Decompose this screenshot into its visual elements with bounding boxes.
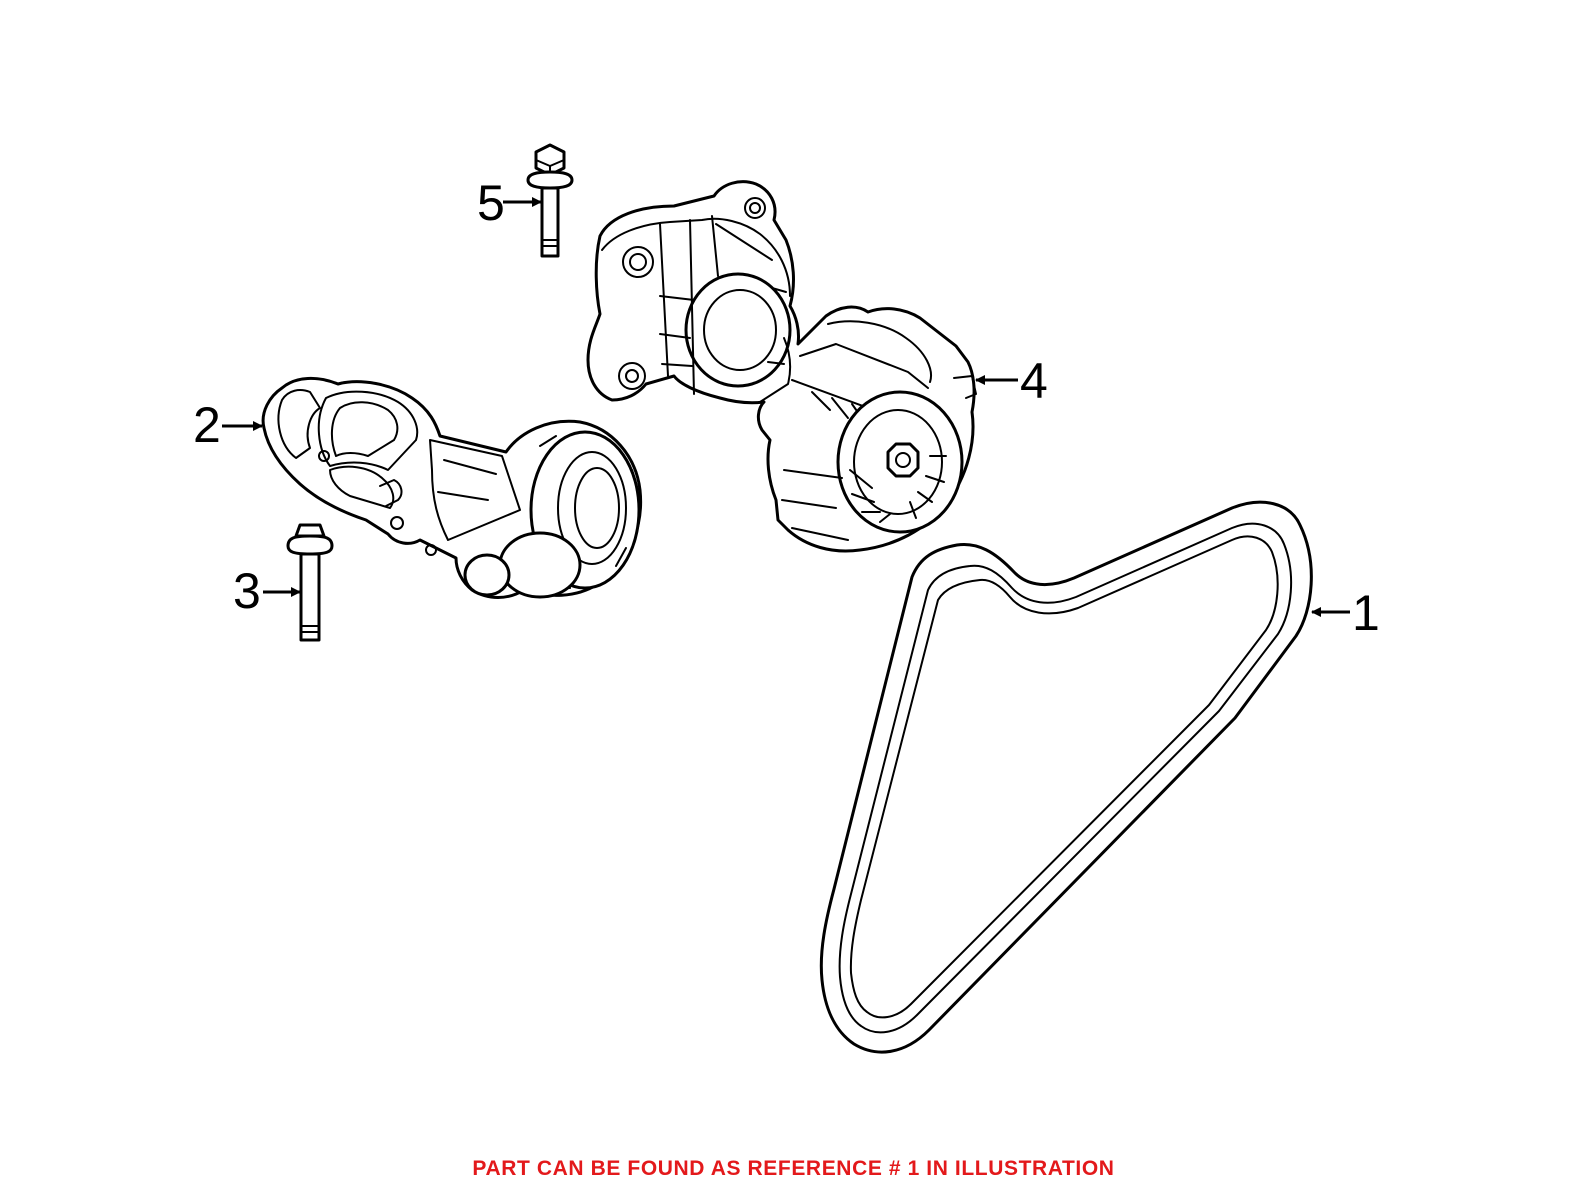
bolt-5[interactable] (526, 143, 574, 258)
serpentine-belt[interactable] (819, 500, 1313, 1054)
callout-2[interactable]: 2 (193, 397, 221, 453)
bolt-3[interactable] (286, 523, 334, 642)
callout-1[interactable]: 1 (1352, 585, 1380, 641)
reference-note: PART CAN BE FOUND AS REFERENCE # 1 IN IL… (472, 1157, 1115, 1180)
callout-5[interactable]: 5 (477, 175, 505, 231)
tensioner-assembly[interactable] (586, 180, 977, 553)
belt-tensioner[interactable] (261, 377, 643, 599)
callout-3[interactable]: 3 (233, 563, 261, 619)
callout-4[interactable]: 4 (1020, 353, 1048, 409)
